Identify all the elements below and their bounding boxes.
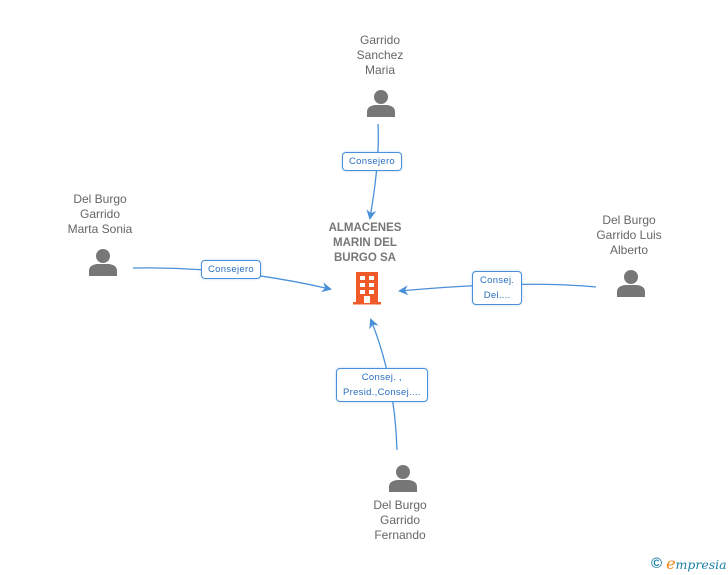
building-icon[interactable]: [352, 271, 382, 305]
company-name-line: BURGO SA: [334, 252, 396, 264]
relation-label-bottom[interactable]: Consej. , Presid.,Consej....: [336, 368, 428, 402]
person-name-line: Garrido: [359, 33, 400, 47]
person-name-line: Fernando: [374, 528, 426, 542]
person-name-line: Garrido: [79, 207, 120, 221]
person-name-line: Garrido: [379, 513, 420, 527]
person-name-line: Alberto: [609, 243, 649, 257]
brand-text: mpresia: [675, 556, 727, 572]
company-name[interactable]: ALMACENES MARIN DEL BURGO SA: [310, 221, 420, 266]
relation-label-line: Consej. ,: [361, 372, 402, 383]
person-name-line: Sanchez: [356, 48, 404, 62]
person-name-line: Del Burgo: [602, 213, 656, 227]
person-icon[interactable]: [616, 268, 646, 298]
person-name-line: Del Burgo: [373, 498, 427, 512]
person-name-line: Maria: [364, 63, 395, 77]
person-name-top[interactable]: Garrido Sanchez Maria: [320, 33, 440, 78]
relation-label-top[interactable]: Consejero: [342, 152, 403, 171]
relation-label-line: Presid.,Consej....: [343, 387, 421, 398]
brand-initial: e: [666, 553, 676, 573]
person-icon[interactable]: [388, 463, 418, 493]
copyright-icon: ©: [651, 554, 663, 572]
person-name-line: Del Burgo: [73, 192, 127, 206]
person-name-bottom[interactable]: Del Burgo Garrido Fernando: [340, 498, 460, 543]
relation-label-right[interactable]: Consej. Del....: [472, 271, 523, 305]
company-name-line: MARIN DEL: [333, 237, 397, 249]
person-icon[interactable]: [366, 88, 396, 118]
footer-brand[interactable]: © empresia: [651, 553, 727, 573]
person-name-line: Garrido Luis: [596, 228, 662, 242]
brand-logo: empresia: [666, 554, 727, 573]
person-icon[interactable]: [88, 247, 118, 277]
relation-label-line: Consejero: [208, 264, 255, 275]
company-name-line: ALMACENES: [328, 222, 402, 234]
person-name-right[interactable]: Del Burgo Garrido Luis Alberto: [569, 213, 689, 258]
person-name-left[interactable]: Del Burgo Garrido Marta Sonia: [40, 192, 160, 237]
person-name-line: Marta Sonia: [67, 222, 133, 236]
relation-label-line: Del....: [483, 290, 511, 301]
relation-label-line: Consejero: [349, 156, 396, 167]
edge-top: [366, 123, 379, 220]
relation-label-line: Consej.: [480, 275, 515, 286]
relation-label-left[interactable]: Consejero: [201, 260, 262, 279]
